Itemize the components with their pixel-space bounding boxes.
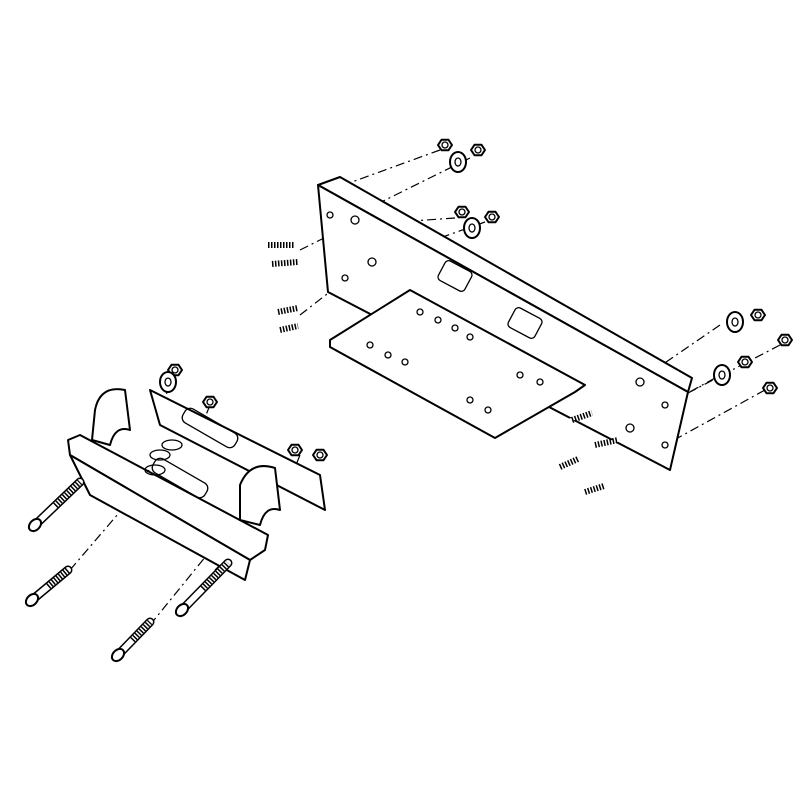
- flat-washer: [449, 151, 467, 173]
- plate-slot: [437, 260, 473, 292]
- plate-slot: [507, 307, 543, 339]
- flat-washer: [463, 217, 481, 239]
- hex-nut: [437, 138, 453, 152]
- carriage-bolt: [110, 617, 155, 663]
- hex-nut: [777, 333, 793, 347]
- tray-holes: [366, 308, 544, 414]
- hex-nut: [762, 381, 778, 395]
- flat-washer: [726, 311, 744, 333]
- carriage-bolt: [174, 558, 233, 618]
- spacer-washer: [161, 439, 183, 451]
- tube-clamp: [91, 388, 131, 446]
- u-bolt: [557, 410, 621, 452]
- main-mounting-plate: [317, 176, 693, 471]
- nuts-and-washers: [159, 138, 793, 462]
- flat-washer: [713, 364, 731, 386]
- hex-nut: [737, 355, 753, 369]
- hex-nut: [312, 448, 328, 462]
- hex-nut: [202, 395, 218, 409]
- hex-nut: [484, 210, 500, 224]
- tube-clamp: [239, 465, 281, 526]
- u-bolt: [262, 305, 301, 336]
- carriage-bolt: [27, 477, 85, 533]
- spacer-washer: [149, 449, 171, 461]
- u-bolt: [250, 242, 301, 270]
- spacer-washer: [144, 464, 166, 476]
- bracket-slot: [181, 407, 239, 449]
- u-bolt: [548, 456, 606, 500]
- carriage-bolts: [24, 477, 233, 663]
- flat-washer: [159, 371, 177, 393]
- mounting-bracket-assembly: [67, 388, 326, 581]
- bracket-slot: [151, 457, 209, 499]
- hex-nut: [750, 308, 766, 322]
- hex-nut: [287, 443, 303, 457]
- hex-nut: [470, 143, 486, 157]
- carriage-bolt: [24, 565, 73, 608]
- hex-nut: [454, 205, 470, 219]
